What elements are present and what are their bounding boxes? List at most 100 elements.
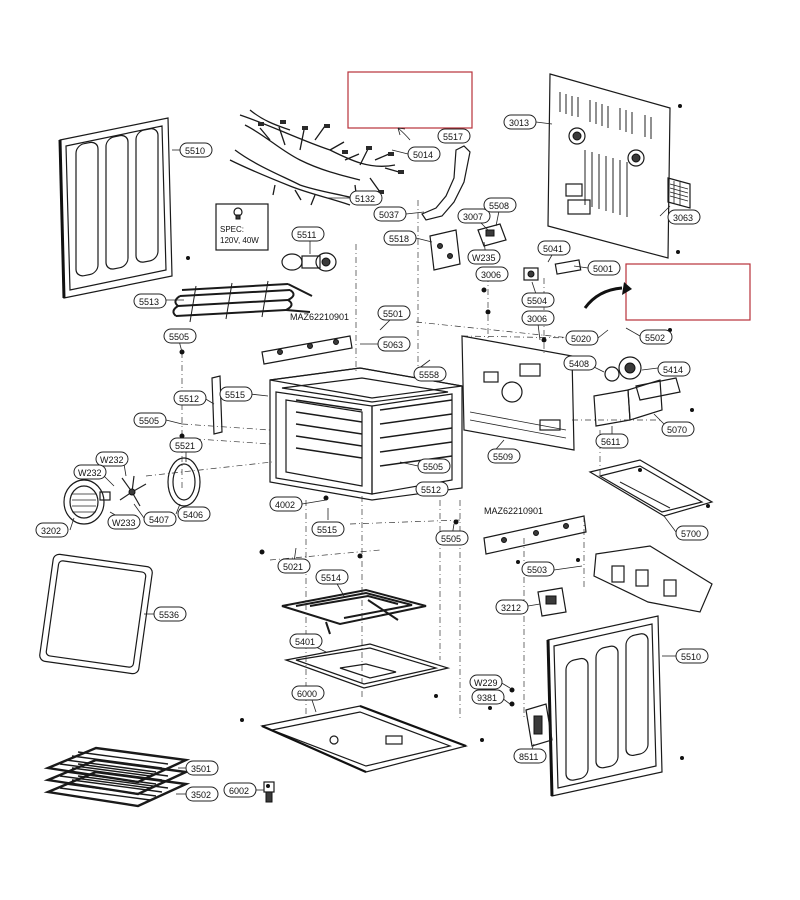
svg-text:5503: 5503: [527, 565, 547, 575]
svg-text:5504: 5504: [527, 296, 547, 306]
label-8511: 8511: [513, 748, 547, 764]
label-5407: 5407: [143, 511, 177, 527]
sensor-5504: [523, 267, 539, 281]
svg-text:5521: 5521: [175, 441, 195, 451]
svg-text:5406: 5406: [183, 510, 203, 520]
svg-text:3063: 3063: [673, 213, 693, 223]
label-3212: 3212: [495, 599, 529, 615]
label-5515-b: 5515: [311, 521, 345, 537]
label-3502: 3502: [185, 786, 219, 802]
label-5514: 5514: [315, 569, 349, 585]
alignment-lines: [145, 200, 660, 720]
switch-5508: [477, 223, 507, 247]
svg-text:5513: 5513: [139, 297, 159, 307]
broil-element-5513: [172, 280, 313, 323]
svg-text:3006: 3006: [481, 270, 501, 280]
label-3013: 3013: [503, 114, 537, 130]
bracket-5518: [429, 229, 461, 271]
bake-element-5514: [281, 588, 427, 635]
svg-text:5408: 5408: [569, 359, 589, 369]
label-5512-b: 5512: [415, 481, 449, 497]
svg-text:5511: 5511: [297, 230, 316, 240]
svg-text:5502: 5502: [645, 333, 665, 343]
svg-text:5517: 5517: [443, 132, 463, 142]
label-5406: 5406: [177, 506, 211, 522]
spec-line-1: SPEC:: [220, 225, 244, 234]
label-5700: 5700: [675, 525, 709, 541]
side-rail-5512: [211, 375, 223, 435]
svg-text:5501: 5501: [383, 309, 403, 319]
door-panel-bottom-right: [546, 615, 663, 797]
label-5611: 5611: [595, 433, 629, 449]
svg-text:5510: 5510: [185, 146, 205, 156]
svg-text:5020: 5020: [571, 334, 591, 344]
label-W232-a: W232: [95, 451, 129, 467]
label-5502: 5502: [639, 329, 673, 345]
label-6002: 6002: [223, 782, 257, 798]
svg-text:5510: 5510: [681, 652, 701, 662]
label-3007: 3007: [457, 208, 491, 224]
label-5505-b: 5505: [133, 412, 167, 428]
label-5536: 5536: [153, 606, 187, 622]
spec-bulb-note: [215, 203, 269, 251]
svg-text:5021: 5021: [283, 562, 303, 572]
svg-text:5508: 5508: [489, 201, 509, 211]
mount-rail-bottom-right: [483, 515, 587, 555]
svg-text:5037: 5037: [379, 210, 399, 220]
label-5505-c: 5505: [417, 458, 451, 474]
harness-connectors: [258, 120, 404, 202]
label-5513: 5513: [133, 293, 167, 309]
label-5401: 5401: [289, 633, 323, 649]
curved-arrow-head: [622, 282, 632, 295]
label-6000: 6000: [291, 685, 325, 701]
vent-grille-3063: [667, 177, 691, 209]
screws: [179, 104, 710, 788]
label-5503: 5503: [521, 561, 555, 577]
svg-text:5505: 5505: [423, 462, 443, 472]
rear-panel: [547, 73, 671, 259]
fan-blade-5407: [119, 475, 147, 507]
label-5505-a: 5505: [163, 328, 197, 344]
label-W233: W233: [107, 514, 141, 530]
label-5132: 5132: [349, 190, 383, 206]
label-5063: 5063: [377, 336, 411, 352]
highlight-box-top: [347, 71, 473, 129]
label-5020: 5020: [565, 330, 599, 346]
svg-text:5700: 5700: [681, 529, 701, 539]
label-5021: 5021: [277, 558, 311, 574]
svg-text:4002: 4002: [275, 500, 295, 510]
svg-text:W232: W232: [100, 455, 124, 465]
svg-text:5512: 5512: [421, 485, 441, 495]
svg-text:5505: 5505: [169, 332, 189, 342]
label-5509: 5509: [487, 448, 521, 464]
label-5070: 5070: [661, 421, 695, 437]
svg-text:3007: 3007: [463, 212, 483, 222]
label-3006-b: 3006: [521, 310, 555, 326]
svg-text:3013: 3013: [509, 118, 529, 128]
label-5037: 5037: [373, 206, 407, 222]
svg-text:5611: 5611: [601, 437, 620, 447]
label-5517: 5517: [437, 128, 471, 144]
part-code-maz-bottom: MAZ62210901: [484, 506, 543, 516]
svg-text:5132: 5132: [355, 194, 375, 204]
svg-text:5515: 5515: [317, 525, 337, 535]
leader-lines: [69, 121, 677, 795]
svg-text:W233: W233: [112, 518, 136, 528]
label-3202: 3202: [35, 522, 69, 538]
svg-text:W232: W232: [78, 468, 102, 478]
relay-3212: [537, 587, 567, 617]
spec-line-2: 120V, 40W: [220, 236, 259, 245]
label-5414: 5414: [657, 361, 691, 377]
arrow-to-harness: [397, 127, 411, 141]
label-5001: 5001: [587, 260, 621, 276]
label-W229: W229: [469, 674, 503, 690]
svg-text:5041: 5041: [543, 244, 563, 254]
oven-racks: [43, 746, 191, 808]
label-5558: 5558: [413, 366, 447, 382]
label-5511: 5511: [291, 226, 325, 242]
svg-text:5407: 5407: [149, 515, 169, 525]
fan-ring-5521: [167, 457, 201, 507]
box-5611: [593, 379, 663, 427]
svg-text:6000: 6000: [297, 689, 317, 699]
